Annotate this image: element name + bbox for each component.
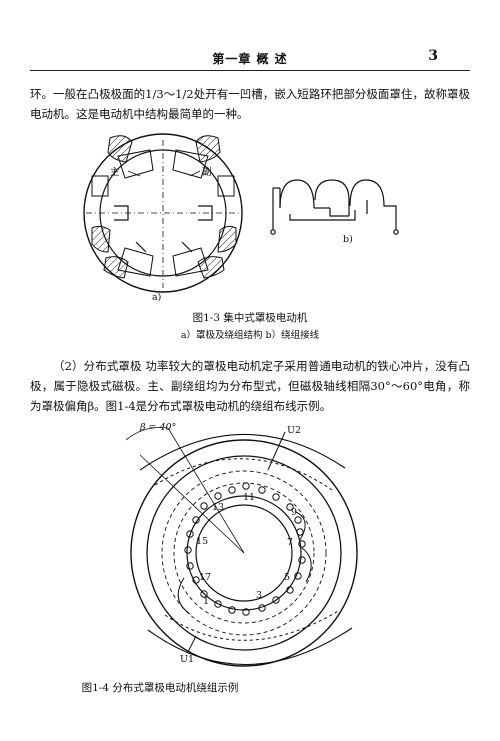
- subfigure-b-label: b): [343, 234, 353, 245]
- chapter-header: 第一章 概 述: [212, 52, 288, 66]
- paragraph-1: 环。一般在凸极极面的1/3～1/2处开有一凹槽，嵌入短路环把部分极面罩住，故称罩…: [30, 87, 470, 121]
- slot-number: 7: [287, 537, 294, 548]
- distributed-winding-diagram: [125, 427, 358, 667]
- label-main-pole: 主: [110, 167, 120, 178]
- header-rule: [30, 70, 470, 71]
- terminal-u2-label: U2: [287, 425, 302, 436]
- figure-1-3-caption: 图1-3 集中式罩极电动机: [192, 312, 308, 324]
- slot-number: 15: [196, 536, 209, 547]
- slot-number: 9: [291, 507, 298, 518]
- slot-number: 11: [243, 492, 256, 503]
- figure-1-4-caption: 图1-4 分布式罩极电动机绕组示例: [81, 682, 239, 694]
- terminal-u1-label: U1: [180, 654, 195, 665]
- slot-number: 13: [212, 502, 225, 513]
- page-number: 3: [428, 48, 438, 64]
- slot-number: 3: [256, 590, 263, 601]
- beta-angle-label: β = 40°: [140, 422, 177, 433]
- figure-1-3-subcaption: a）罩极及绕组结构 b）绕组接线: [180, 330, 320, 341]
- slot-number: 17: [199, 572, 212, 583]
- subfigure-a-label: a): [152, 292, 162, 303]
- winding-connection-diagram: [270, 179, 399, 235]
- motor-cross-section-diagram: [83, 133, 243, 293]
- slot-number: 1: [203, 596, 210, 607]
- paragraph-2: （2）分布式罩极 功率较大的罩极电动机定子采用普通电动机的铁心冲片，没有凸极，属…: [30, 359, 470, 413]
- slot-number: 5: [284, 572, 291, 583]
- label-aux-pole: 副: [202, 167, 212, 178]
